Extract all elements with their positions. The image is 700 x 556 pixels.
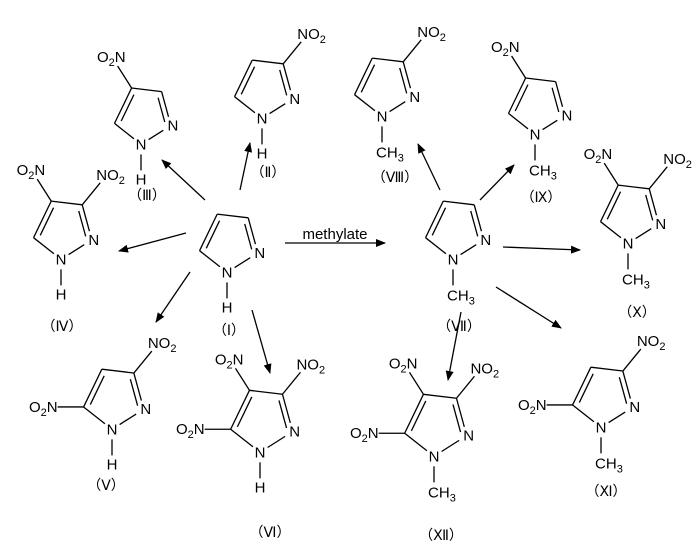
c4-nitro: O2N	[215, 351, 244, 371]
c4-nitro: O2N	[17, 162, 46, 182]
c3-nitro: NO2	[637, 333, 666, 353]
ring-n1: N	[623, 235, 634, 252]
compound-viii: N N CH3 NO2 （Ⅷ）	[353, 24, 446, 185]
ring-n1: N	[530, 126, 541, 143]
c5-nitro: O2N	[176, 421, 205, 441]
ring-n2: N	[167, 118, 178, 135]
c4-nitro: O2N	[97, 49, 126, 69]
c4-nitro: O2N	[389, 355, 418, 375]
compound-label-xii: （Ⅻ）	[419, 527, 463, 543]
ring-n1: N	[222, 264, 233, 281]
ring-n2: N	[289, 424, 300, 441]
n1-hydrogen: H	[257, 145, 268, 162]
c3-nitro: NO2	[663, 151, 692, 171]
compound-label-viii: （Ⅷ）	[372, 169, 418, 185]
ring-n2: N	[655, 216, 666, 233]
ring-n1: N	[136, 136, 147, 153]
c4-nitro: O2N	[491, 39, 520, 59]
c5-nitro: O2N	[29, 399, 58, 419]
compound-label-xi: （Ⅺ）	[585, 483, 626, 499]
n1-hydrogen: H	[107, 456, 118, 473]
compound-label-iii: （Ⅲ）	[128, 187, 166, 203]
n1-methyl: CH3	[529, 162, 557, 182]
c3-nitro: NO2	[297, 26, 326, 46]
methylate-label: methylate	[302, 226, 367, 243]
arrow-vii-to-viii	[417, 143, 441, 191]
ring-n1: N	[448, 251, 459, 268]
compound-label-ix: （Ⅸ）	[521, 189, 562, 205]
ring-n1: N	[377, 108, 388, 125]
n1-hydrogen: H	[255, 479, 266, 496]
ring-n2: N	[561, 108, 572, 125]
compound-ii: N N H NO2 （Ⅱ）	[233, 26, 326, 180]
n1-hydrogen: H	[56, 286, 67, 303]
c3-nitro: NO2	[470, 360, 499, 380]
ring-n1: N	[107, 421, 118, 438]
ring-n2: N	[463, 428, 474, 445]
arrow-i-to-vi	[251, 309, 272, 374]
n1-methyl: CH3	[622, 271, 650, 291]
compound-ix: N N CH3 O2N （Ⅸ）	[491, 39, 572, 205]
compound-x: N N CH3 NO2 O2N （Ⅹ）	[584, 146, 692, 320]
n1-methyl: CH3	[428, 484, 456, 504]
c4-nitro: O2N	[584, 146, 613, 166]
n1-methyl: CH3	[595, 455, 623, 475]
arrow-vii-to-xi	[495, 286, 562, 329]
ring-n2: N	[88, 232, 99, 249]
c3-nitro: NO2	[296, 356, 325, 376]
c3-nitro: NO2	[148, 335, 177, 355]
compound-label-iv: （Ⅳ）	[42, 318, 83, 334]
compound-label-x: （Ⅹ）	[618, 304, 656, 320]
compound-label-i: （Ⅰ）	[213, 322, 245, 338]
arrow-i-to-ii	[239, 142, 253, 191]
ring-n2: N	[629, 399, 640, 416]
ring-n2: N	[480, 232, 491, 249]
ring-n1: N	[56, 251, 67, 268]
arrow-vii-to-xii	[445, 311, 462, 381]
c5-nitro: O2N	[350, 425, 379, 445]
n1-methyl: CH3	[376, 144, 404, 164]
arrow-i-to-iii	[161, 159, 206, 201]
arrow-vii-to-x	[502, 245, 581, 254]
c3-nitro: NO2	[417, 24, 446, 44]
ring-n2: N	[409, 89, 420, 106]
ring-n2: N	[254, 245, 265, 262]
compound-label-vii: （Ⅶ）	[437, 318, 481, 334]
compound-vii: N N CH3 （Ⅶ）	[424, 200, 491, 334]
n1-hydrogen: H	[136, 171, 147, 188]
n1-hydrogen: H	[222, 299, 233, 316]
ring-n1: N	[257, 110, 268, 127]
compound-iii: N N H O2N （Ⅲ）	[97, 49, 178, 203]
ring-n1: N	[596, 419, 607, 436]
arrow-i-to-iv	[118, 232, 187, 253]
ring-n1: N	[429, 448, 440, 465]
compound-label-v: （Ⅴ）	[87, 477, 125, 493]
c3-nitro: NO2	[96, 167, 125, 187]
compound-label-vi: （Ⅵ）	[250, 524, 291, 540]
ring-n2: N	[289, 91, 300, 108]
c5-nitro: O2N	[518, 397, 547, 417]
arrow-vii-to-ix	[479, 164, 515, 201]
ring-n1: N	[255, 444, 266, 461]
compound-label-ii: （Ⅱ）	[251, 164, 286, 180]
ring-n2: N	[140, 401, 151, 418]
arrow-i-to-v	[155, 271, 191, 323]
n1-methyl: CH3	[447, 287, 475, 307]
compounds: NNH（Ⅰ）NNHNO2（Ⅱ）NNHO2N（Ⅲ）NNHNO2O2N（Ⅳ）NNHN…	[17, 24, 692, 543]
compound-i: N N H （Ⅰ）	[198, 213, 265, 338]
reaction-arrows	[118, 142, 581, 381]
compound-iv: N N H NO2 O2N （Ⅳ）	[17, 162, 125, 334]
